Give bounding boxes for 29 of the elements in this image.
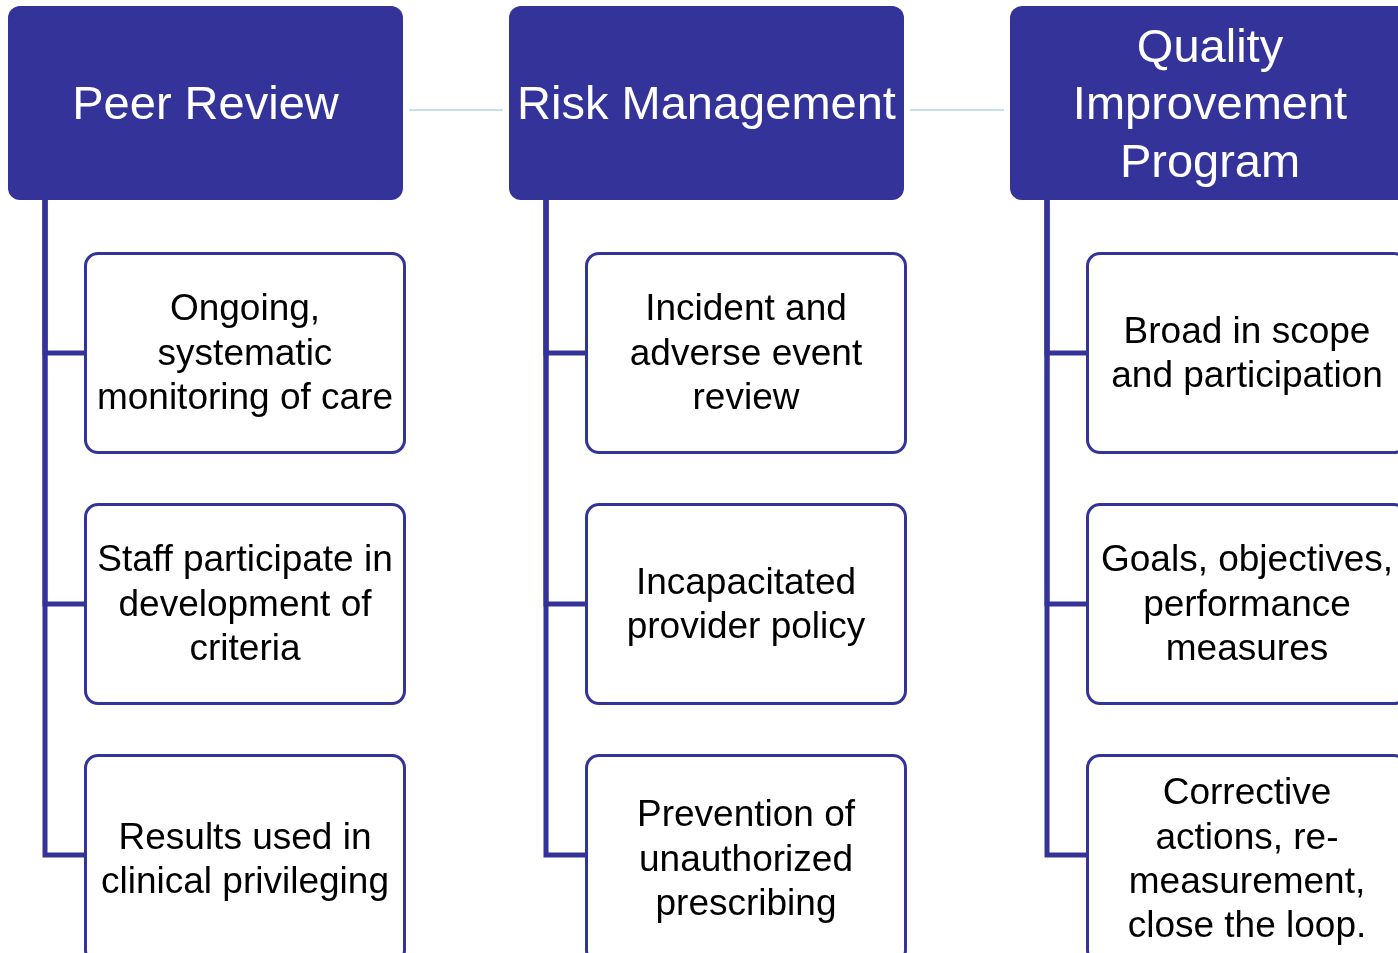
category-header-box: [8, 6, 403, 200]
item-box: [1086, 252, 1398, 454]
item-box: [84, 754, 406, 953]
item-text: Results used in clinical privileging: [100, 814, 390, 903]
category-header-box: [1010, 6, 1398, 200]
connector-line: [1044, 200, 1086, 858]
connector-line: [408, 109, 504, 111]
item-text: Ongoing, systematic monitoring of care: [95, 286, 395, 420]
item-box: [585, 252, 907, 454]
item-text: Incapacitated provider policy: [625, 559, 867, 648]
item-text: Prevention of unauthorized prescribing: [636, 792, 856, 926]
item-text: Goals, objectives, performance measures: [1100, 537, 1394, 671]
category-header-box: [509, 6, 904, 200]
item-text: Incident and adverse event review: [628, 286, 864, 420]
header-text: Peer Review: [72, 75, 339, 132]
item-box: [84, 252, 406, 454]
item-box: [1086, 754, 1398, 953]
item-text: Staff participate in development of criteria: [96, 537, 394, 671]
item-box: [585, 503, 907, 705]
item-text: Corrective actions, re-measurement, close the loop.: [1126, 770, 1368, 948]
item-box: [585, 754, 907, 953]
connector-line: [909, 109, 1005, 111]
connector-line: [42, 200, 84, 858]
item-box: [1086, 503, 1398, 705]
header-text: Quality Improvement Program: [1071, 18, 1349, 189]
header-text: Risk Management: [517, 75, 896, 132]
connector-line: [543, 200, 585, 858]
item-box: [84, 503, 406, 705]
item-text: Broad in scope and participation: [1110, 308, 1384, 397]
